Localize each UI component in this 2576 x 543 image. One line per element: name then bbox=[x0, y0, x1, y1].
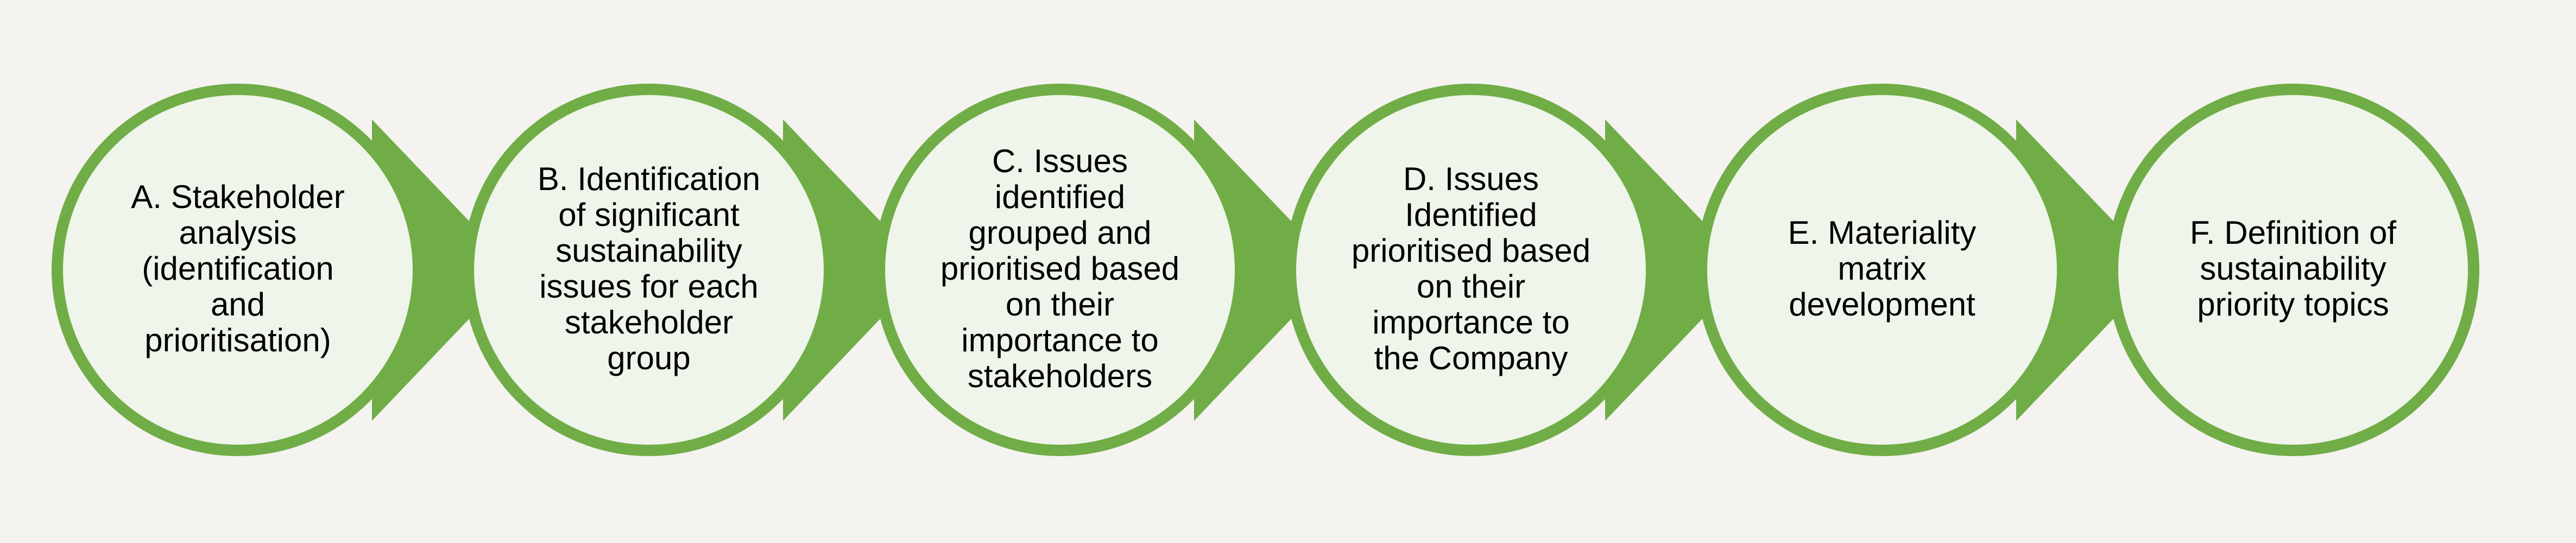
step-a-shape bbox=[52, 84, 516, 456]
step-a-circle bbox=[63, 95, 413, 445]
step-c-label: C. Issues identified grouped and priorit… bbox=[940, 143, 1180, 394]
step-b-label: B. Identification of significant sustain… bbox=[537, 161, 761, 376]
step-a-label: A. Stakeholder analysis (identification … bbox=[131, 179, 345, 358]
step-e-label: E. Materiality matrix development bbox=[1788, 214, 1977, 323]
step-b-shape bbox=[463, 84, 927, 456]
step-f-circle bbox=[2118, 95, 2468, 445]
step-c-circle bbox=[885, 95, 1235, 445]
step-d-shape bbox=[1285, 84, 1749, 456]
step-c-shape bbox=[874, 84, 1338, 456]
step-f-label: F. Definition of sustainability priority… bbox=[2189, 214, 2397, 323]
step-b-circle bbox=[474, 95, 824, 445]
step-f-shape bbox=[2107, 84, 2479, 456]
step-d-circle bbox=[1296, 95, 1646, 445]
step-d-label: D. Issues Identified prioritised based o… bbox=[1351, 161, 1591, 376]
step-e-shape bbox=[1696, 84, 2160, 456]
step-e-circle bbox=[1707, 95, 2057, 445]
